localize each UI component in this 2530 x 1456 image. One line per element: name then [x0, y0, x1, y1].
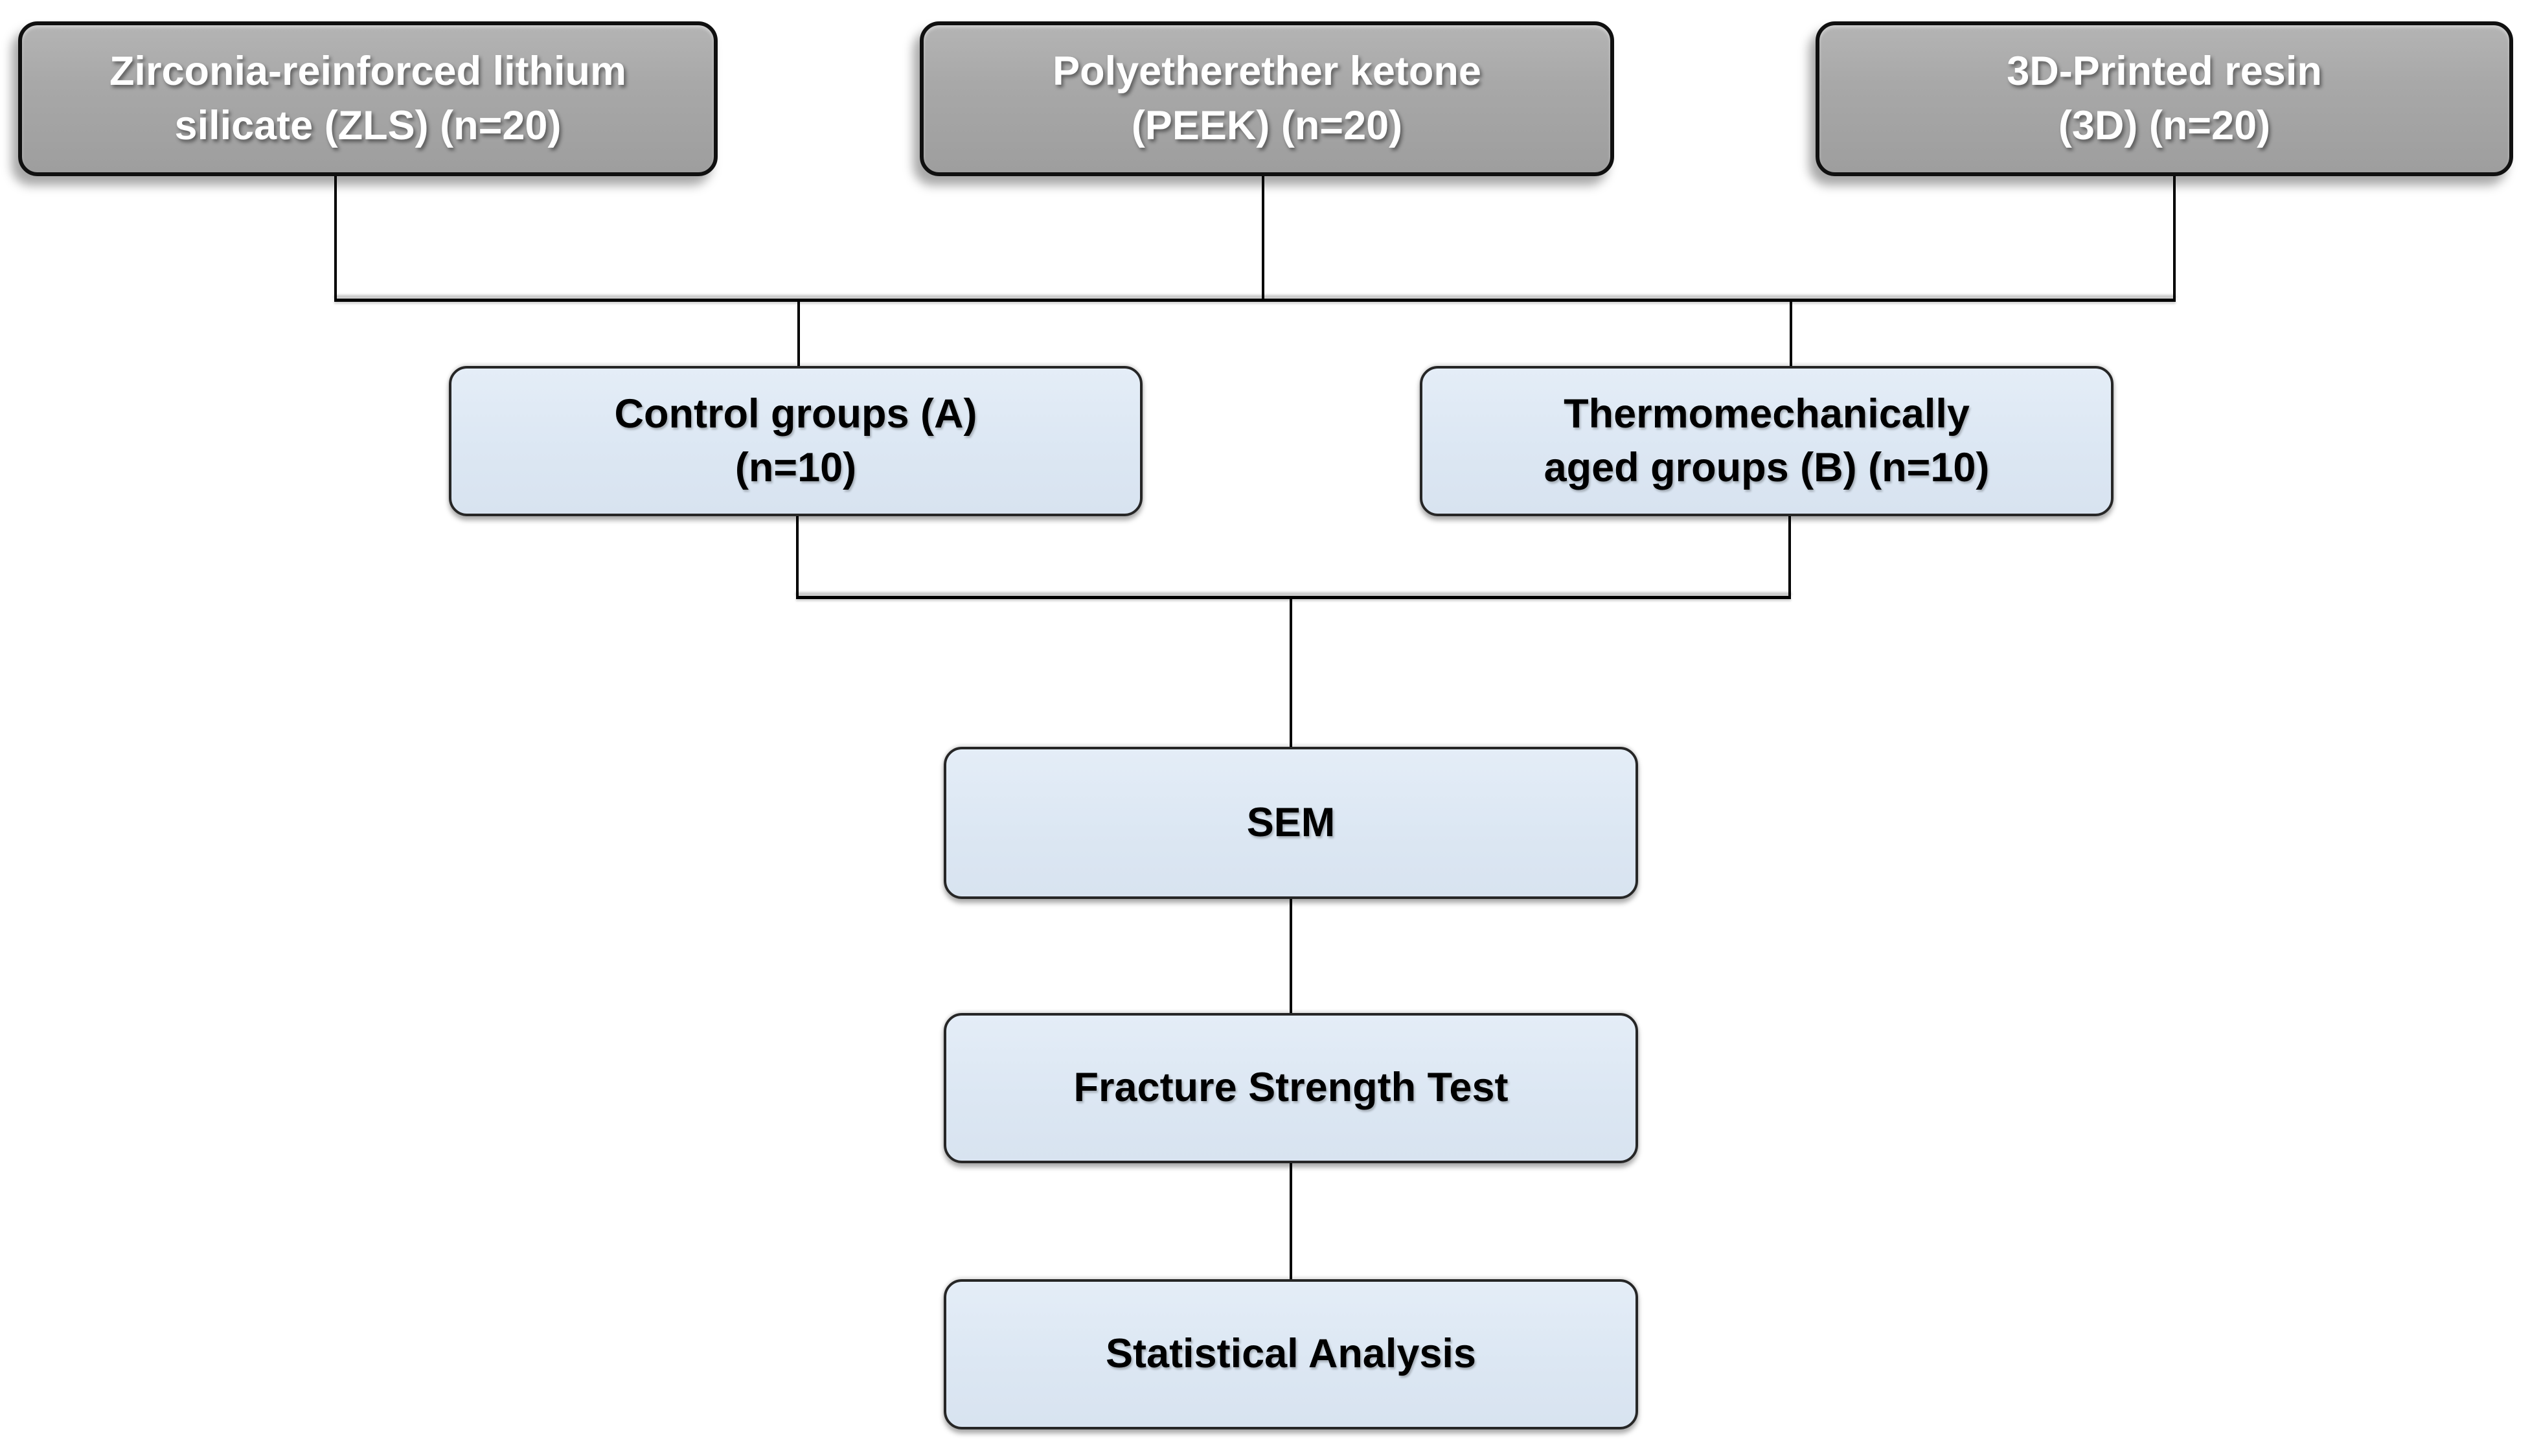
connector-peek-down — [1262, 176, 1264, 300]
connector-to-control — [797, 300, 800, 366]
box-sem-label: SEM — [1246, 799, 1336, 845]
connector-to-aged — [1790, 300, 1792, 366]
merge-line — [796, 596, 1791, 599]
box-aged-line1: Thermomechanically — [1564, 391, 1970, 437]
box-peek: Polyetherether ketone (PEEK) (n=20) — [920, 21, 1614, 176]
box-zls: Zirconia-reinforced lithium silicate (ZL… — [18, 21, 718, 176]
connector-sem-to-fracture — [1290, 899, 1292, 1013]
box-control-line2: (n=10) — [735, 445, 857, 490]
box-aged-line2: aged groups (B) (n=10) — [1544, 445, 1990, 490]
connector-aged-down — [1788, 516, 1791, 598]
box-zls-line1: Zirconia-reinforced lithium — [109, 49, 627, 95]
connector-control-down — [796, 516, 799, 598]
connector-3d-down — [2173, 176, 2176, 300]
box-control-line1: Control groups (A) — [614, 391, 977, 437]
box-aged-groups: Thermomechanically aged groups (B) (n=10… — [1420, 366, 2114, 516]
box-control-groups: Control groups (A) (n=10) — [449, 366, 1143, 516]
box-peek-line2: (PEEK) (n=20) — [1131, 102, 1403, 148]
connector-fracture-to-statistics — [1290, 1163, 1292, 1279]
box-sem: SEM — [944, 747, 1638, 899]
bus-line-top — [334, 299, 2176, 302]
box-zls-line2: silicate (ZLS) (n=20) — [174, 102, 562, 148]
connector-to-sem — [1290, 599, 1292, 747]
box-3d-printed: 3D-Printed resin (3D) (n=20) — [1816, 21, 2513, 176]
box-statistical-analysis: Statistical Analysis — [944, 1279, 1638, 1429]
box-fracture-label: Fracture Strength Test — [1073, 1065, 1509, 1111]
box-statistics-label: Statistical Analysis — [1106, 1331, 1476, 1377]
connector-zls-down — [334, 176, 337, 300]
box-fracture-strength-test: Fracture Strength Test — [944, 1013, 1638, 1163]
box-3d-printed-line2: (3D) (n=20) — [2058, 102, 2271, 148]
box-peek-line1: Polyetherether ketone — [1053, 49, 1481, 95]
box-3d-printed-line1: 3D-Printed resin — [2007, 49, 2322, 95]
